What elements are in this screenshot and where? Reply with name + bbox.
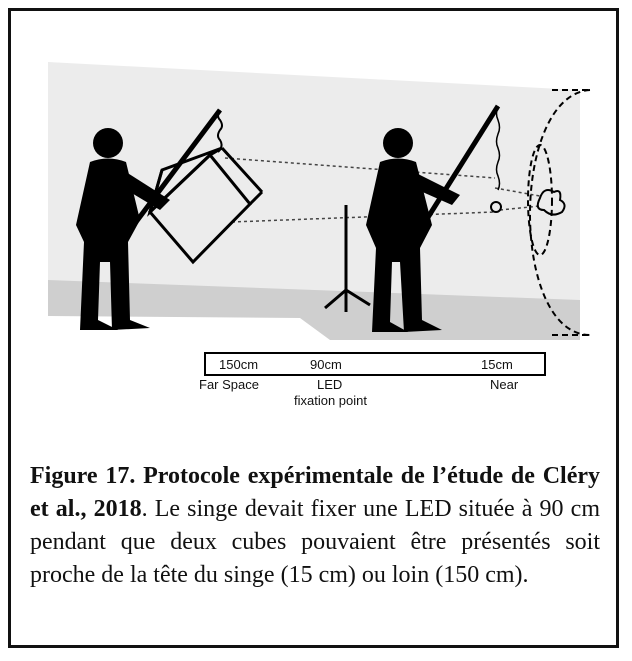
figure-caption: Figure 17. Protocole expérimentale de l’… (30, 460, 600, 592)
caption-title: Figure 17. Protocole expérimentale de l’… (30, 463, 600, 522)
distance-scale-bar (204, 352, 546, 376)
near-label: Near (490, 377, 519, 392)
led-stand (324, 205, 371, 312)
led-label: LED (317, 377, 342, 392)
monkey-head (536, 189, 566, 216)
back-wall (48, 62, 580, 335)
near-distance: 15cm (481, 357, 513, 372)
led-sublabel: fixation point (294, 393, 367, 408)
caption-body: . Le singe devait fixer une LED située à… (30, 496, 600, 588)
figure-frame (8, 8, 619, 648)
far-cube (147, 146, 264, 265)
led-distance: 90cm (310, 357, 342, 372)
far-label: Far Space (199, 377, 259, 392)
far-distance: 150cm (219, 357, 258, 372)
near-experimenter (366, 104, 502, 332)
near-space-cylinder (527, 89, 591, 336)
sight-lines (224, 157, 541, 223)
floor (48, 280, 580, 340)
far-experimenter (76, 108, 223, 330)
